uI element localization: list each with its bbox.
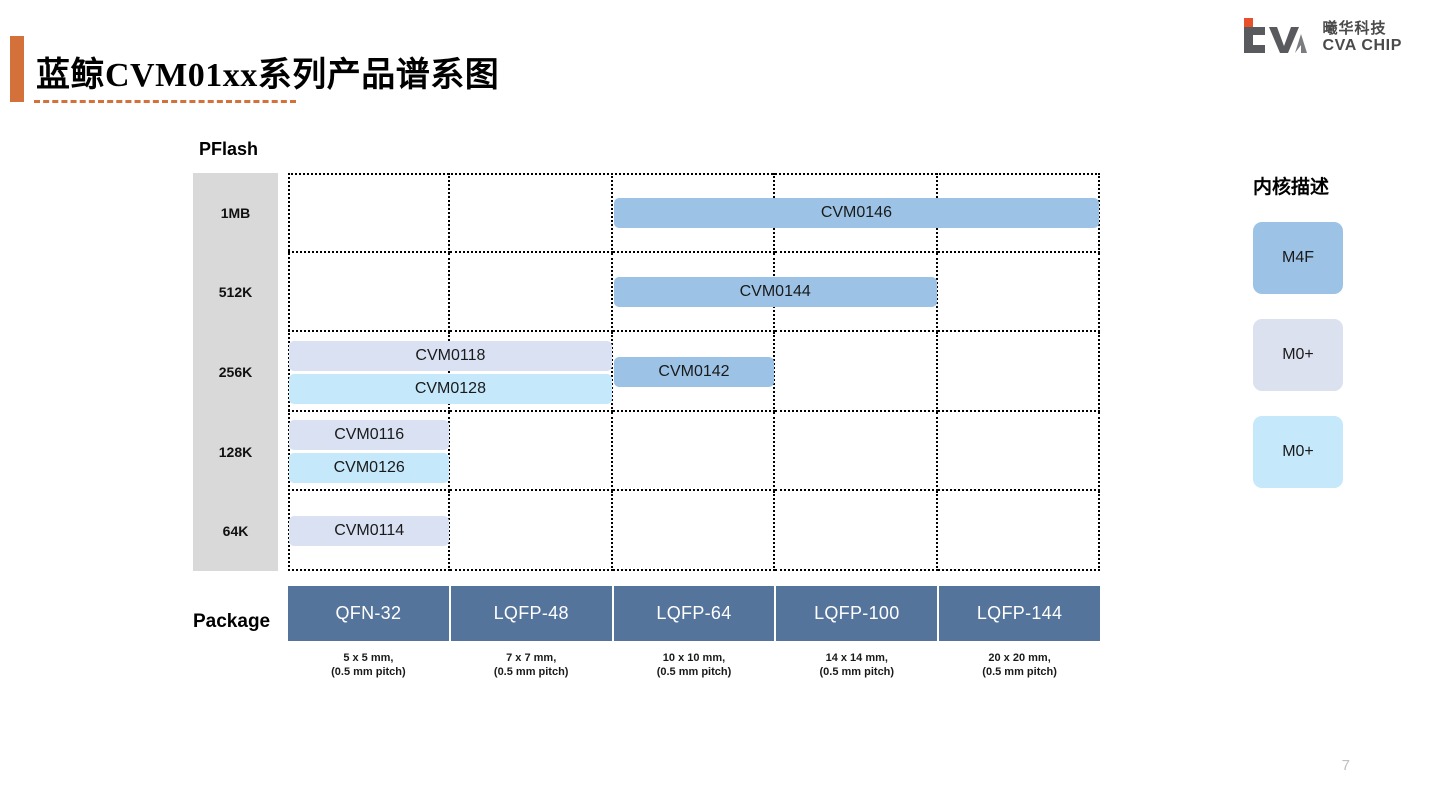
legend-items: M4F M0+ M0+ xyxy=(1253,222,1403,488)
title-accent-bar xyxy=(10,36,24,102)
grid-cell xyxy=(288,252,451,333)
pflash-tick-1MB: 1MB xyxy=(220,204,251,221)
grid-cell xyxy=(937,332,1100,412)
product-bar-CVM0146[interactable]: CVM0146 xyxy=(613,197,1099,228)
product-bar-CVM0116[interactable]: CVM0116 xyxy=(289,420,450,451)
grid-cell xyxy=(450,491,613,571)
package-caption-LQFP-100: 14 x 14 mm,(0.5 mm pitch) xyxy=(819,652,895,678)
grid-cell xyxy=(450,173,613,253)
package-caption-LQFP-144: 20 x 20 mm,(0.5 mm pitch) xyxy=(982,652,1057,678)
cva-logo-icon xyxy=(1239,18,1313,58)
product-bar-CVM0126[interactable]: CVM0126 xyxy=(289,453,450,484)
product-bar-CVM0144[interactable]: CVM0144 xyxy=(613,277,937,308)
product-bar-CVM0128[interactable]: CVM0128 xyxy=(289,373,612,404)
legend-swatch-1-M0plus: M0+ xyxy=(1253,319,1343,391)
brand-name-cn: 曦华科技 xyxy=(1322,19,1387,37)
grid-cell xyxy=(937,411,1100,492)
pflash-axis-scale: 1MB 512K 256K 128K 64K xyxy=(193,173,278,571)
title-dashed-rule xyxy=(34,100,296,103)
brand-name-en: CVA CHIP xyxy=(1322,37,1402,55)
pflash-tick-512K: 512K xyxy=(218,284,253,301)
package-header-LQFP-100[interactable]: LQFP-100 xyxy=(776,586,938,641)
package-axis-title: Package xyxy=(193,611,271,632)
grid-cell xyxy=(612,332,776,412)
grid-cell xyxy=(775,491,938,571)
grid-cell xyxy=(288,491,451,571)
grid-cell xyxy=(612,491,776,571)
pflash-tick-128K: 128K xyxy=(218,443,253,460)
product-bar-CVM0142[interactable]: CVM0142 xyxy=(613,357,775,387)
grid-cell xyxy=(775,332,938,412)
grid-cell xyxy=(612,411,776,492)
pflash-axis-title: PFlash xyxy=(199,139,259,159)
product-bar-CVM0118[interactable]: CVM0118 xyxy=(289,340,612,371)
legend-swatch-0-M4F: M4F xyxy=(1253,222,1343,294)
grid-cell xyxy=(450,411,613,492)
grid-cell xyxy=(288,173,451,253)
grid-cell xyxy=(937,252,1100,333)
core-legend: 内核描述 M4F M0+ M0+ xyxy=(1253,172,1403,513)
page-title: 蓝鲸CVM01xx系列产品谱系图 xyxy=(36,57,500,94)
package-caption-LQFP-48: 7 x 7 mm,(0.5 mm pitch) xyxy=(493,652,569,678)
grid-cell xyxy=(450,332,613,412)
package-caption-LQFP-64: 10 x 10 mm,(0.5 mm pitch) xyxy=(656,652,732,678)
grid-cell xyxy=(450,252,613,333)
package-header-LQFP-48[interactable]: LQFP-48 xyxy=(450,586,612,641)
package-header-LQFP-144[interactable]: LQFP-144 xyxy=(939,586,1100,641)
grid-cell xyxy=(288,332,451,412)
product-bar-CVM0114[interactable]: CVM0114 xyxy=(289,516,450,547)
brand-name: 曦华科技 CVA CHIP xyxy=(1322,19,1402,56)
pflash-tick-256K: 256K xyxy=(218,363,253,380)
package-header-QFN-32[interactable]: QFN-32 xyxy=(288,586,449,641)
package-header-LQFP-64[interactable]: LQFP-64 xyxy=(613,586,775,641)
package-caption-QFN-32: 5 x 5 mm,(0.5 mm pitch) xyxy=(331,652,406,678)
legend-title: 内核描述 xyxy=(1253,177,1330,198)
page-number: 7 xyxy=(1341,757,1350,774)
brand-logo: 曦华科技 CVA CHIP xyxy=(1239,18,1402,58)
package-caption-row: 5 x 5 mm,(0.5 mm pitch) 7 x 7 mm,(0.5 mm … xyxy=(288,652,1100,680)
grid-cell xyxy=(288,411,451,492)
grid-cell xyxy=(775,411,938,492)
grid-cell xyxy=(937,491,1100,571)
legend-swatch-2-M0plus: M0+ xyxy=(1253,416,1343,488)
pflash-tick-64K: 64K xyxy=(222,523,249,540)
